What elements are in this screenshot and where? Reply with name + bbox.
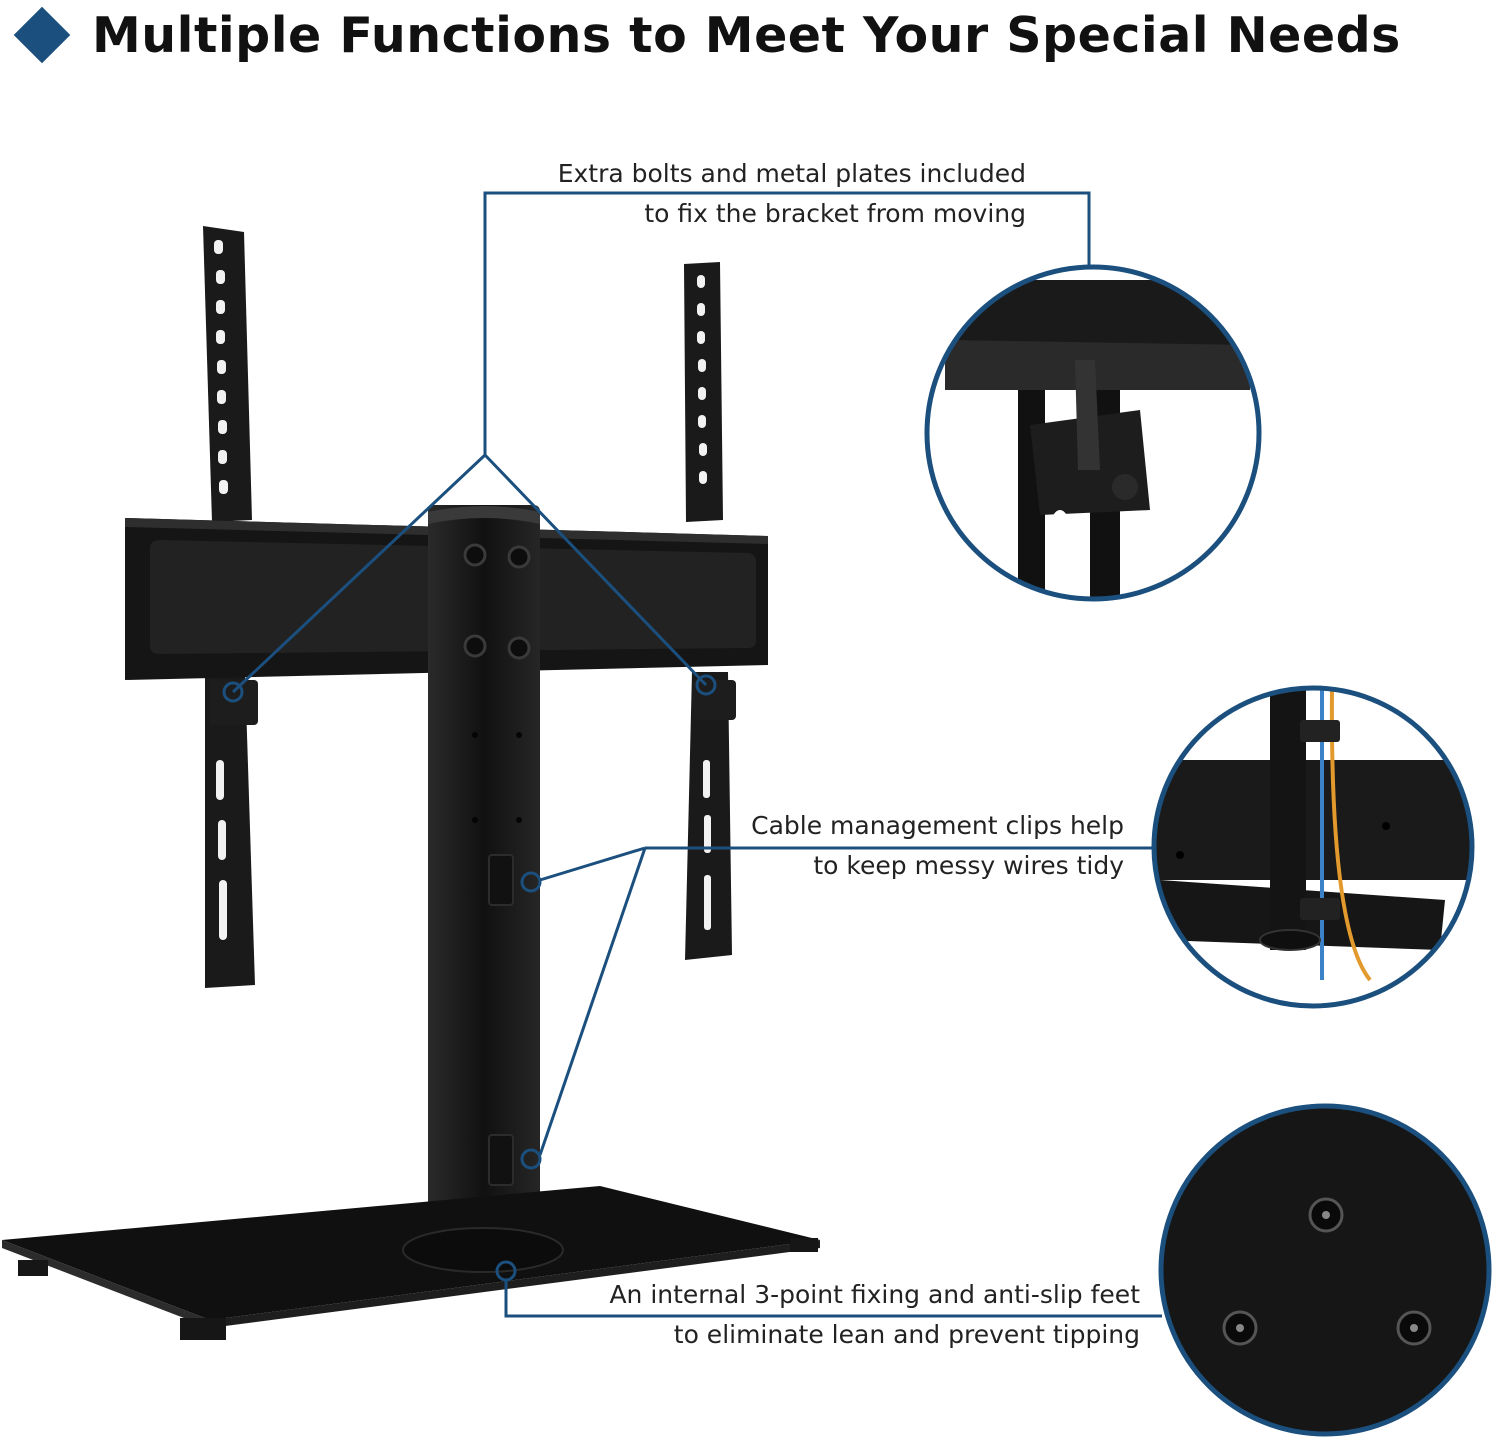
caption-line: An internal 3-point fixing and anti-slip…: [609, 1280, 1140, 1309]
caption-line: to keep messy wires tidy: [813, 851, 1124, 880]
detail-cable-clip: [1151, 685, 1475, 1009]
page-headline: Multiple Functions to Meet Your Special …: [8, 0, 1401, 70]
callout-cable-caption: Cable management clips help to keep mess…: [751, 806, 1124, 886]
base-plate: [2, 1186, 820, 1340]
callout-bracket-caption: Extra bolts and metal plates included to…: [558, 154, 1026, 234]
left-vesa-arm: [203, 226, 255, 988]
caption-line: to fix the bracket from moving: [644, 199, 1026, 228]
bracket-clamps: [210, 680, 736, 725]
caption-line: to eliminate lean and prevent tipping: [673, 1320, 1140, 1349]
callout-base-caption: An internal 3-point fixing and anti-slip…: [609, 1275, 1140, 1355]
callout-3-leader: [495, 1260, 1162, 1318]
caption-line: Extra bolts and metal plates included: [557, 159, 1026, 188]
callout-1-leader: [222, 191, 1091, 703]
detail-base-fixing: [1158, 1103, 1492, 1437]
callout-2-leader: [520, 846, 1160, 1170]
pole: [428, 505, 540, 1245]
headline-text: Multiple Functions to Meet Your Special …: [92, 6, 1401, 64]
right-vesa-arm: [684, 262, 732, 960]
detail-bracket-bolt: [924, 264, 1262, 602]
caption-line: Cable management clips help: [751, 811, 1124, 840]
